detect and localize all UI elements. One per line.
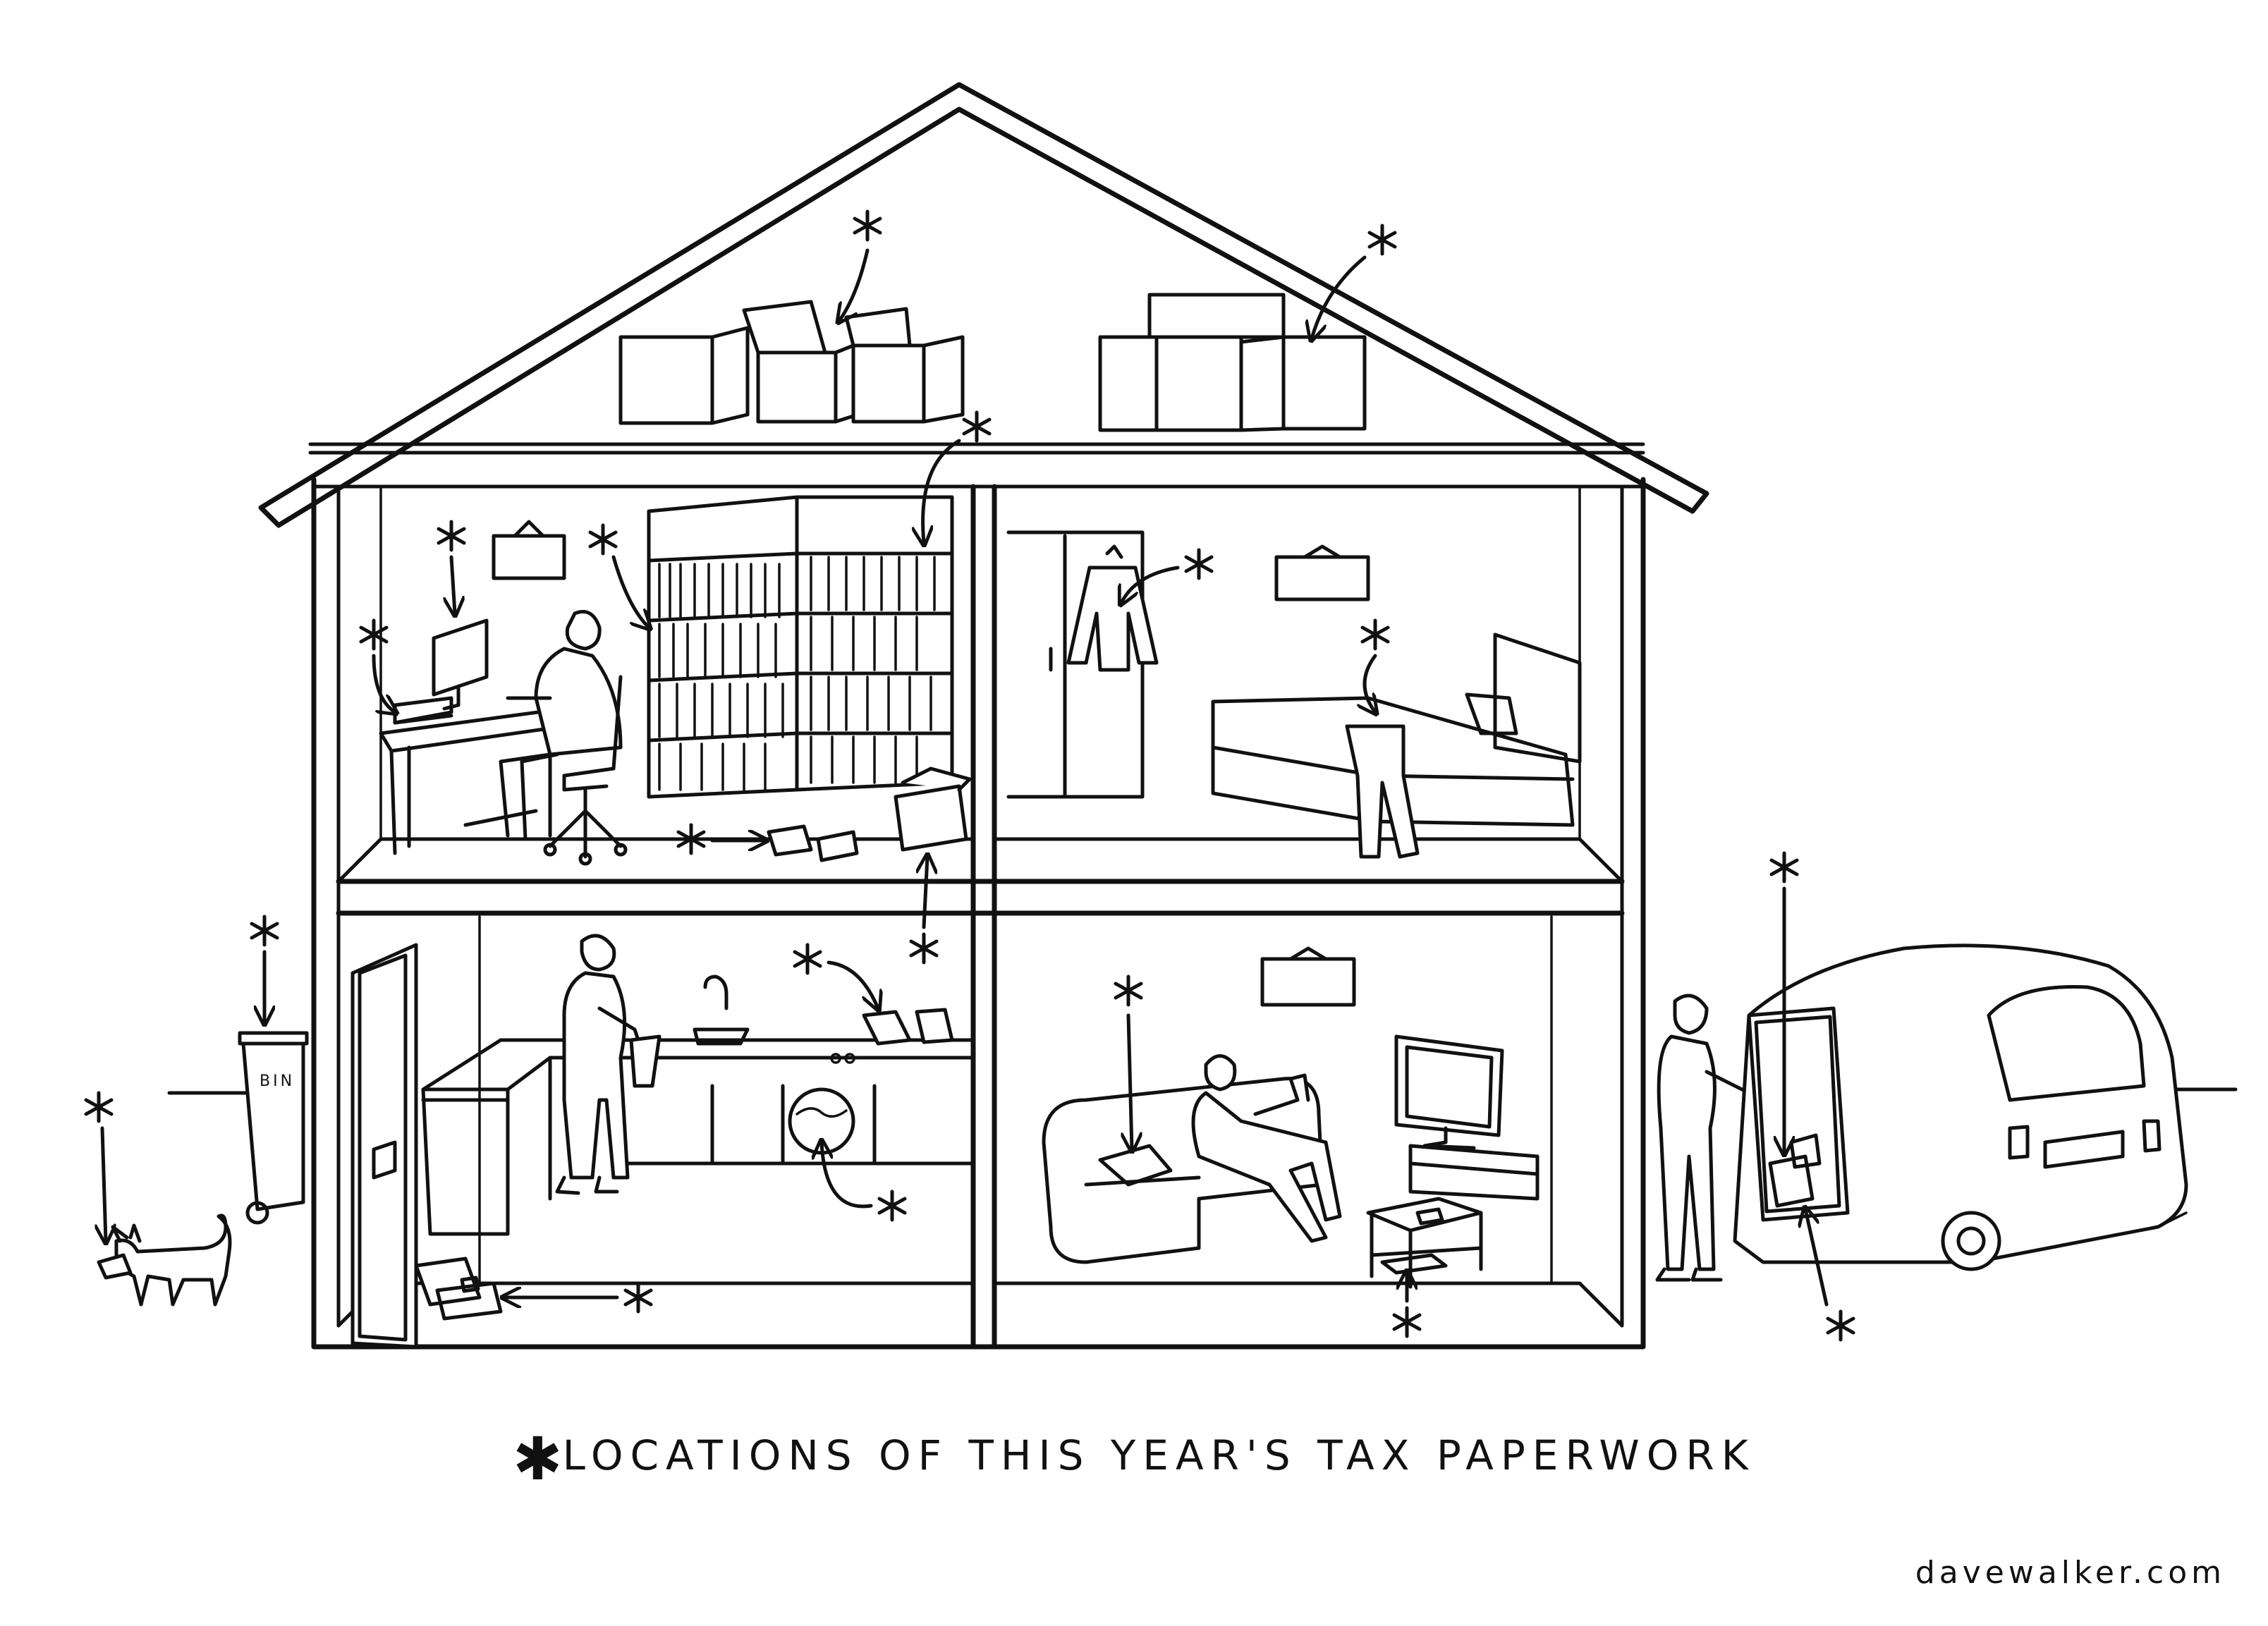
papers-in-car (1768, 1133, 1822, 1208)
bin-label: BIN (260, 1072, 295, 1090)
asterisk-icon (252, 917, 277, 945)
office-chair (548, 675, 623, 859)
arrow-icon (822, 1142, 873, 1209)
jacket-on-hanger (1066, 544, 1159, 672)
asterisk-icon (1116, 977, 1141, 1005)
caption-text: LOCATIONS OF THIS YEAR'S TAX PAPERWORK (562, 1431, 1755, 1479)
coffee-table (1366, 1197, 1483, 1289)
envelopes-on-floor (414, 1257, 503, 1321)
credit-link[interactable]: davewalker.com (1915, 1555, 2226, 1591)
cat (97, 1214, 232, 1307)
trousers-on-bed (1345, 724, 1420, 859)
arrow-icon (1805, 1209, 1829, 1307)
counter-papers (862, 1008, 954, 1046)
arrow-icon (1121, 566, 1180, 603)
living-room (1042, 946, 1540, 1289)
asterisk-icon (964, 412, 989, 441)
arrow-icon (924, 857, 927, 929)
person-at-desk (534, 610, 623, 757)
open-door (350, 943, 418, 1349)
floor-papers (767, 824, 859, 862)
attic-boxes-left (618, 300, 965, 425)
asterisk-icon: ✱ (513, 1424, 563, 1493)
roof (258, 82, 1709, 528)
arrow-icon (1312, 255, 1367, 338)
middle-floor (336, 879, 1625, 916)
arrow-icon (827, 960, 878, 1008)
kitchen (350, 934, 975, 1349)
asterisk-icon (795, 945, 820, 973)
wheelie-bin: BIN (238, 1031, 309, 1225)
asterisk-icon (1370, 226, 1395, 254)
asterisk-icon (86, 1093, 111, 1121)
picture-frame-bedroom (1274, 544, 1370, 601)
car (1733, 943, 2188, 1271)
computer-monitor (432, 618, 489, 711)
asterisk-icon (879, 1192, 905, 1220)
picture-frame (492, 520, 566, 580)
arrow-icon (1128, 1013, 1132, 1149)
kitchen-counter (421, 1038, 975, 1236)
asterisk-icon (626, 1283, 651, 1312)
arrow-icon (923, 439, 961, 543)
desk (379, 707, 566, 855)
tv-stand (1408, 1144, 1540, 1201)
asterisk-icon (1186, 550, 1212, 578)
arrow-icon (451, 555, 455, 613)
arrow-icon (1365, 654, 1375, 712)
arrow-icon (102, 1126, 106, 1241)
asterisk-icon (361, 621, 386, 649)
asterisk-icon (1828, 1312, 1853, 1340)
picture-frame-living (1260, 946, 1356, 1007)
arrow-icon (839, 248, 870, 321)
center-wall (970, 484, 997, 1350)
person-on-sofa (1191, 1054, 1342, 1243)
attic-boxes-right (1098, 293, 1367, 432)
bookcase (647, 495, 954, 799)
television (1394, 1034, 1504, 1150)
asterisk-icon (855, 212, 880, 240)
asterisk-icon (1772, 853, 1797, 881)
arrow-icon (611, 555, 649, 628)
asterisk-icon (1394, 1308, 1420, 1336)
arrow-icon (372, 654, 395, 712)
asterisk-icon (590, 525, 616, 554)
tax-paperwork-markers (86, 212, 1853, 1340)
person-in-kitchen (562, 934, 644, 1180)
study-room (379, 495, 972, 866)
asterisk-icon (1362, 621, 1388, 649)
asterisk-icon (439, 522, 464, 550)
bedroom (1006, 530, 1582, 859)
paper-box (894, 766, 972, 852)
asterisk-icon (911, 934, 937, 962)
paper-in-cat-mouth (97, 1253, 133, 1280)
caption: ✱LOCATIONS OF THIS YEAR'S TAX PAPERWORK (0, 1424, 2268, 1493)
